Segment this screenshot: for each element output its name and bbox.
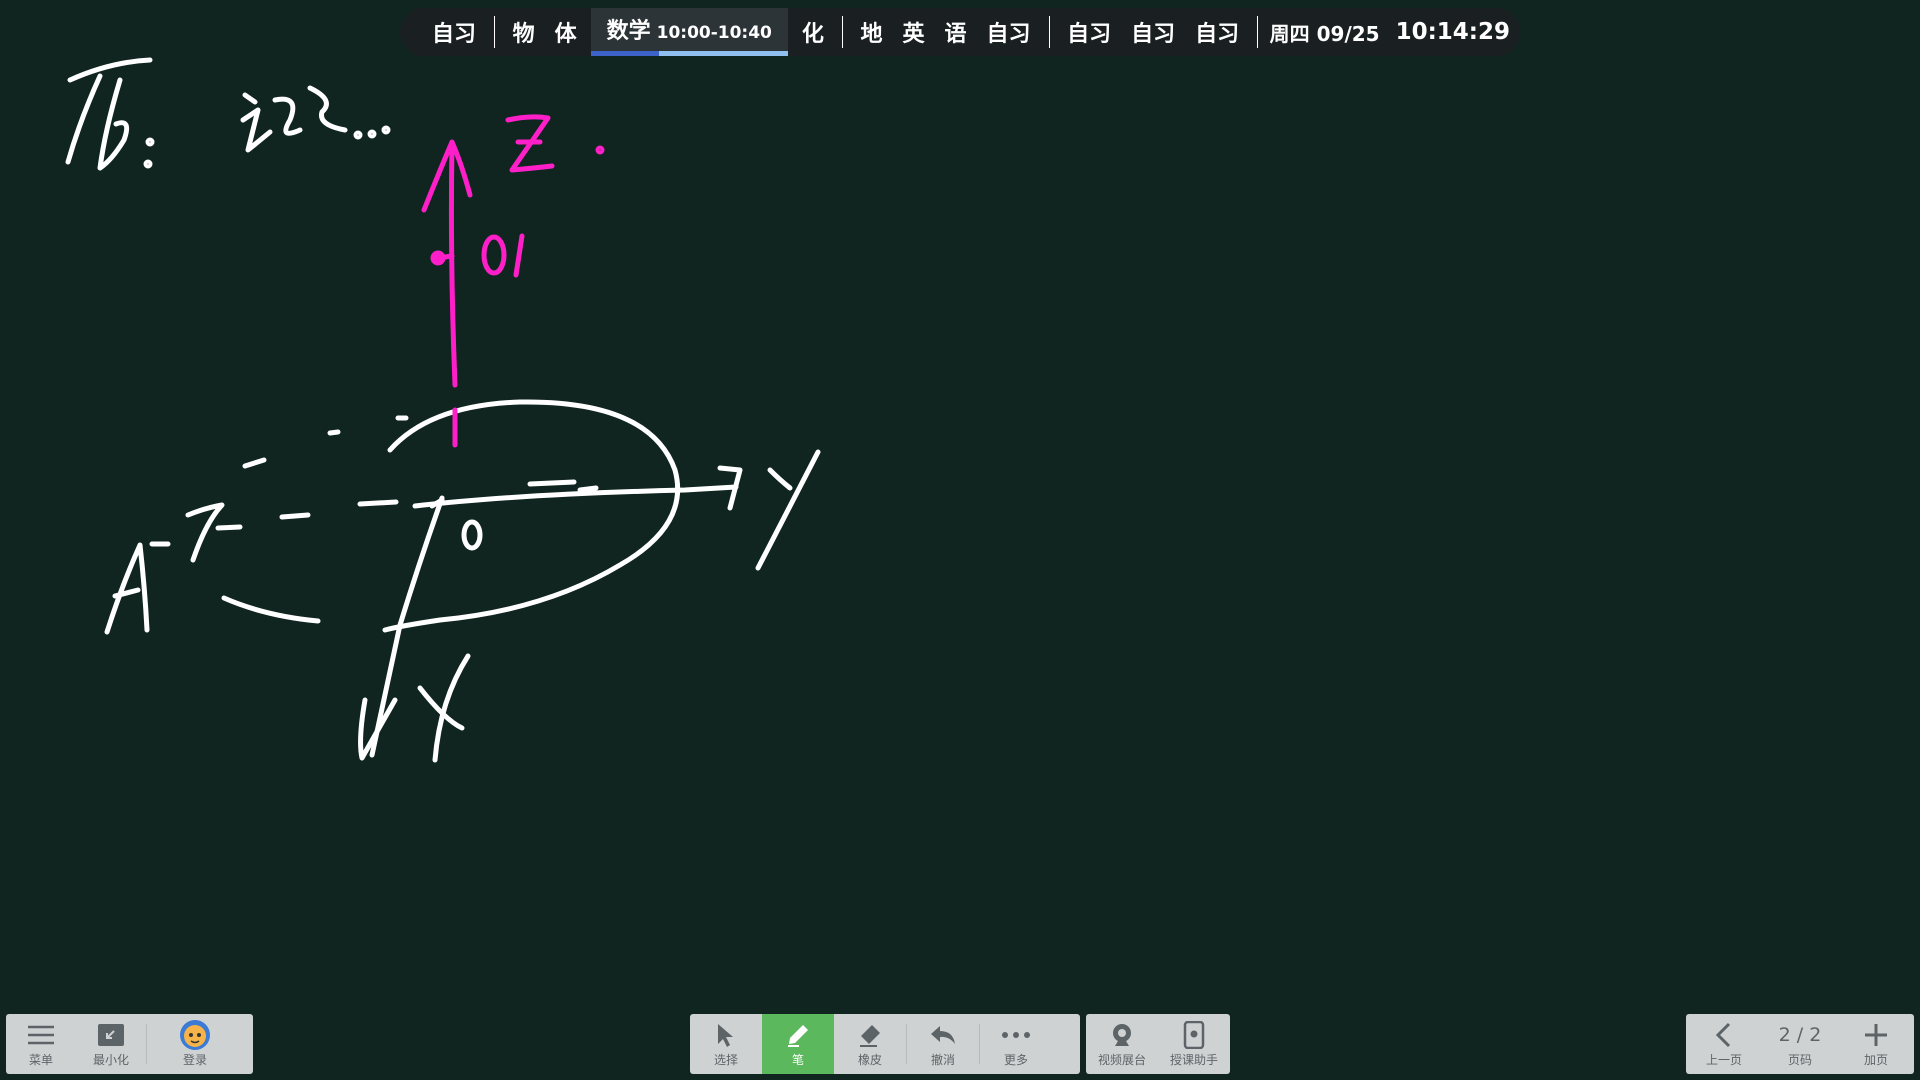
schedule-slot[interactable]: 自习: [1131, 22, 1176, 47]
hamburger-icon: [27, 1020, 55, 1050]
undo-label: 撤消: [930, 1053, 955, 1067]
eraser-icon: [857, 1020, 883, 1050]
period-progress-elapsed: [590, 51, 659, 56]
clock-display: 10:14:29: [1395, 19, 1511, 45]
menu-button[interactable]: 菜单: [6, 1014, 76, 1074]
x-axis: [369, 495, 445, 758]
pen-label: 笔: [791, 1053, 804, 1067]
current-subject: 数学: [606, 19, 651, 44]
chevron-left-icon: [1714, 1020, 1734, 1050]
eraser-tool-button[interactable]: 橡皮: [834, 1014, 906, 1074]
schedule-slot[interactable]: 英: [902, 22, 925, 47]
assistant-label: 授课助手: [1169, 1053, 1218, 1067]
undo-button[interactable]: 撤消: [907, 1014, 979, 1074]
webcam-icon: [1109, 1020, 1135, 1050]
page-indicator-button[interactable]: 2 / 2 页码: [1762, 1014, 1838, 1074]
more-button[interactable]: 更多: [980, 1014, 1052, 1074]
minimize-button[interactable]: 最小化: [76, 1014, 146, 1074]
schedule-slot[interactable]: 地: [860, 22, 883, 47]
teaching-assistant-button[interactable]: 授课助手: [1158, 1014, 1230, 1074]
handwritten-title: [65, 57, 391, 171]
x-label-stroke: [417, 653, 471, 763]
pen-icon: [785, 1020, 811, 1050]
z-label-stroke: [505, 114, 555, 173]
visualizer-label: 视频展台: [1097, 1053, 1146, 1067]
toolbar-divider: [906, 1024, 907, 1064]
page-toolbar: 上一页 2 / 2 页码 加页: [1686, 1014, 1914, 1074]
schedule-slot[interactable]: 自习: [1195, 22, 1240, 47]
page-number: 2 / 2: [1778, 1024, 1822, 1046]
cursor-icon: [714, 1020, 738, 1050]
period-progress-remaining: [658, 51, 788, 56]
page-label: 页码: [1787, 1053, 1812, 1067]
base-ellipse: [382, 399, 681, 633]
schedule-slot[interactable]: 自习: [1067, 22, 1112, 47]
more-label: 更多: [1003, 1053, 1028, 1067]
schedule-divider: [494, 16, 495, 48]
more-dots-icon: [1001, 1020, 1031, 1050]
login-button[interactable]: 登录: [147, 1014, 243, 1074]
undo-icon: [929, 1020, 957, 1050]
add-page-label: 加页: [1863, 1053, 1888, 1067]
a-label-stroke: [104, 541, 171, 635]
tablet-icon: [1183, 1020, 1205, 1050]
schedule-slot[interactable]: 自习: [432, 22, 477, 47]
date-display: 周四 09/25: [1269, 21, 1380, 46]
visualizer-button[interactable]: 视频展台: [1086, 1014, 1158, 1074]
schedule-slot[interactable]: 化: [801, 22, 824, 47]
login-label: 登录: [182, 1053, 207, 1067]
toolbar-divider: [146, 1024, 147, 1064]
avatar-icon: [179, 1020, 211, 1050]
plus-icon: [1863, 1020, 1889, 1050]
minimize-icon: [97, 1020, 125, 1050]
z-axis: [448, 142, 458, 388]
y-label-stroke: [755, 449, 821, 571]
drawing-toolbar: 选择 笔 橡皮 撤消 更多: [690, 1014, 1080, 1074]
schedule-divider: [1048, 16, 1050, 48]
schedule-divider: [1257, 16, 1258, 48]
schedule-slot[interactable]: 物: [512, 22, 535, 47]
eraser-label: 橡皮: [857, 1053, 882, 1067]
schedule-divider: [841, 16, 843, 48]
schedule-slot[interactable]: 体: [554, 22, 577, 47]
toolbar-divider: [979, 1024, 980, 1064]
extra-toolbar: 视频展台 授课助手: [1086, 1014, 1230, 1074]
pen-tool-button[interactable]: 笔: [762, 1014, 834, 1074]
prev-page-button[interactable]: 上一页: [1686, 1014, 1762, 1074]
current-time-range: 10:00-10:40: [656, 23, 772, 43]
minimize-label: 最小化: [92, 1053, 129, 1067]
system-toolbar: 菜单 最小化 登录: [6, 1014, 253, 1074]
schedule-slot[interactable]: 语: [944, 22, 967, 47]
y-axis: [412, 484, 739, 509]
select-label: 选择: [713, 1053, 738, 1067]
schedule-slot[interactable]: 自习: [986, 22, 1031, 47]
prev-page-label: 上一页: [1705, 1053, 1742, 1067]
select-tool-button[interactable]: 选择: [690, 1014, 762, 1074]
add-page-button[interactable]: 加页: [1838, 1014, 1914, 1074]
menu-label: 菜单: [28, 1053, 53, 1067]
